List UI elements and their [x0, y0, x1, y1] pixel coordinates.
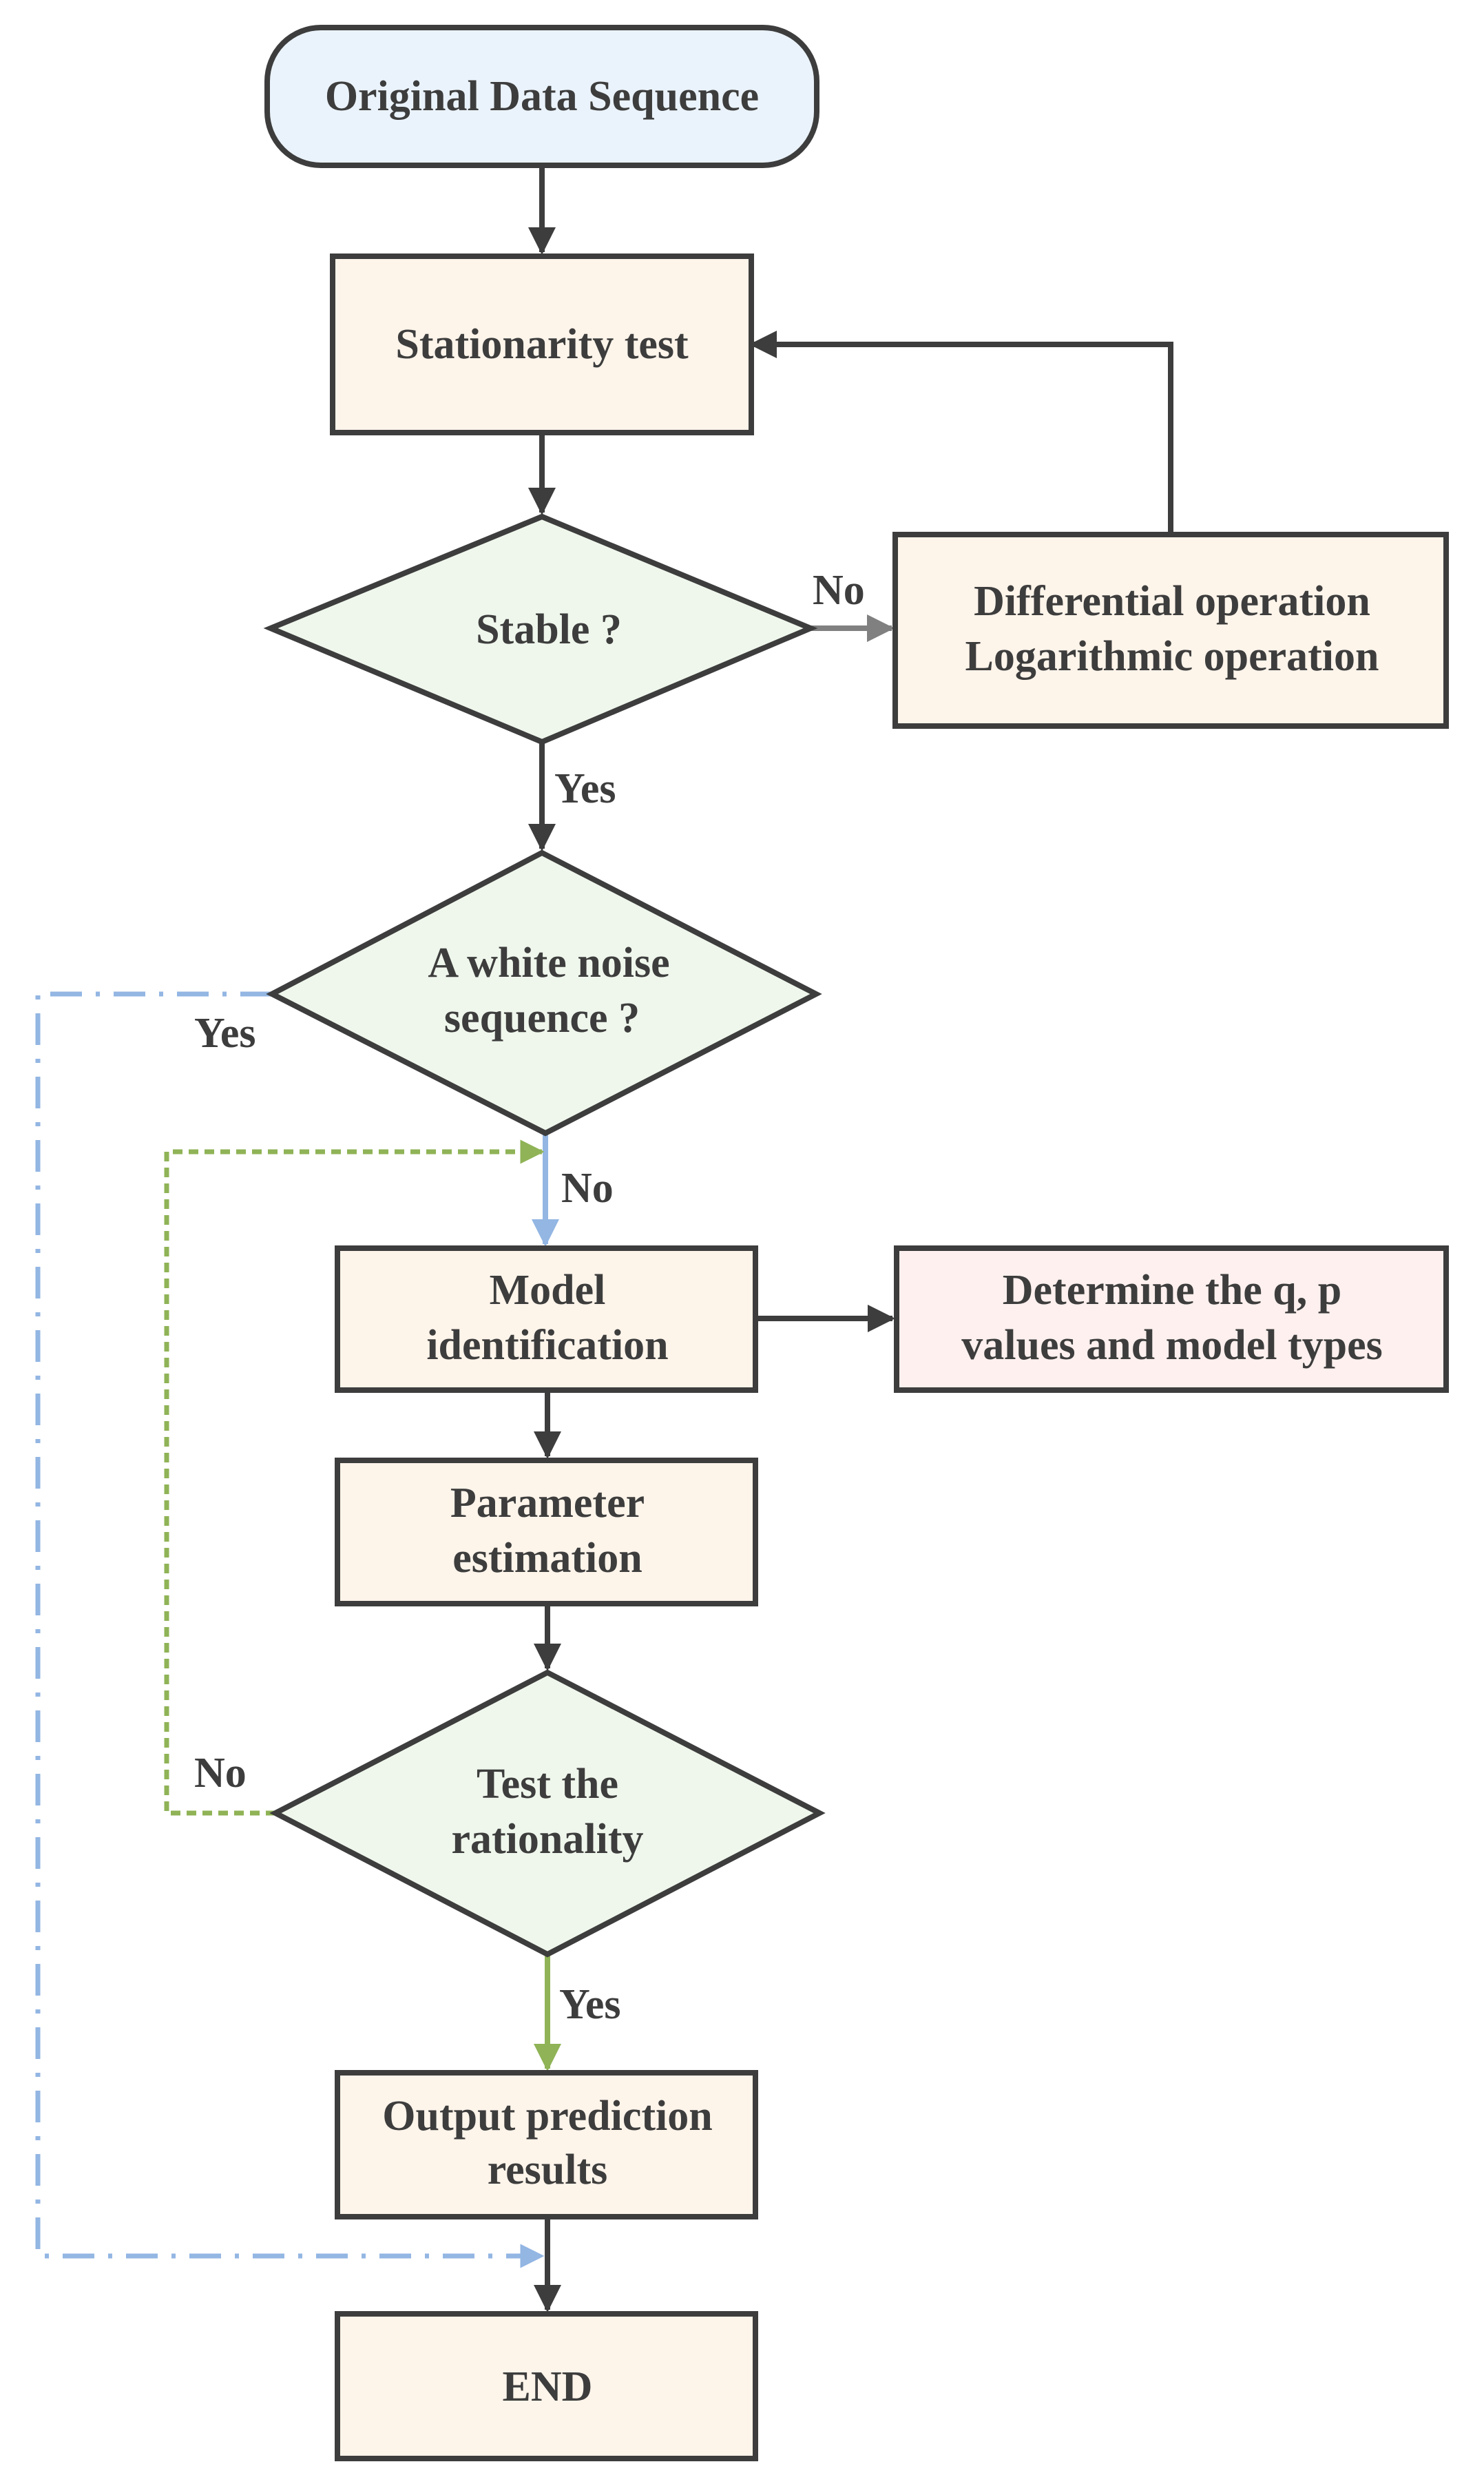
- edge-label-white-noise-yes: Yes: [194, 1010, 256, 1057]
- node-rationality-decision: Test the rationality: [269, 1669, 826, 1958]
- edge-label-stable-no: No: [813, 567, 865, 614]
- node-transform-line1: Differential operation: [974, 578, 1370, 625]
- edge-white-noise-yes: [35, 991, 545, 2268]
- node-parameter-estimation: Parameter estimation: [335, 1458, 758, 1606]
- node-start: Original Data Sequence: [264, 25, 819, 168]
- node-rationality-line2: rationality: [452, 1816, 644, 1863]
- node-transform: Differential operation Logarithmic opera…: [892, 532, 1449, 729]
- node-stable-decision: Stable ?: [263, 513, 818, 745]
- node-white-noise-line2: sequence ?: [444, 995, 640, 1042]
- node-transform-line2: Logarithmic operation: [965, 633, 1379, 680]
- node-output-line1: Output prediction: [382, 2093, 712, 2140]
- edge-label-rationality-yes: Yes: [559, 1981, 621, 2028]
- node-determine-line2: values and model types: [961, 1322, 1382, 1369]
- edge-label-stable-yes: Yes: [554, 765, 616, 812]
- node-output-prediction: Output prediction results: [335, 2070, 758, 2219]
- node-end: END: [335, 2311, 758, 2461]
- node-stationarity-test: Stationarity test: [330, 253, 754, 435]
- edge-label-white-noise-no: No: [561, 1165, 614, 1212]
- node-white-noise-line1: A white noise: [428, 940, 669, 986]
- node-model-id-line1: Model: [490, 1267, 606, 1314]
- node-start-label: Original Data Sequence: [325, 73, 759, 120]
- node-determine-qp: Determine the q, p values and model type…: [894, 1245, 1449, 1393]
- node-stable-label: Stable ?: [476, 606, 622, 653]
- edge-transform-loop-back: [749, 331, 1173, 535]
- node-rationality-line1: Test the: [477, 1761, 618, 1808]
- node-determine-line1: Determine the q, p: [1003, 1267, 1341, 1314]
- edge-label-rationality-no: No: [194, 1750, 247, 1797]
- node-end-label: END: [503, 2363, 593, 2410]
- edge-rationality-no: [164, 1139, 545, 1816]
- node-output-line2: results: [488, 2146, 608, 2193]
- node-model-identification: Model identification: [335, 1245, 758, 1393]
- node-param-line1: Parameter: [450, 1480, 645, 1526]
- node-model-id-line2: identification: [426, 1322, 668, 1369]
- node-param-line2: estimation: [452, 1535, 642, 1582]
- node-white-noise-decision: A white noise sequence ?: [266, 849, 822, 1137]
- node-stationarity-label: Stationarity test: [395, 321, 689, 368]
